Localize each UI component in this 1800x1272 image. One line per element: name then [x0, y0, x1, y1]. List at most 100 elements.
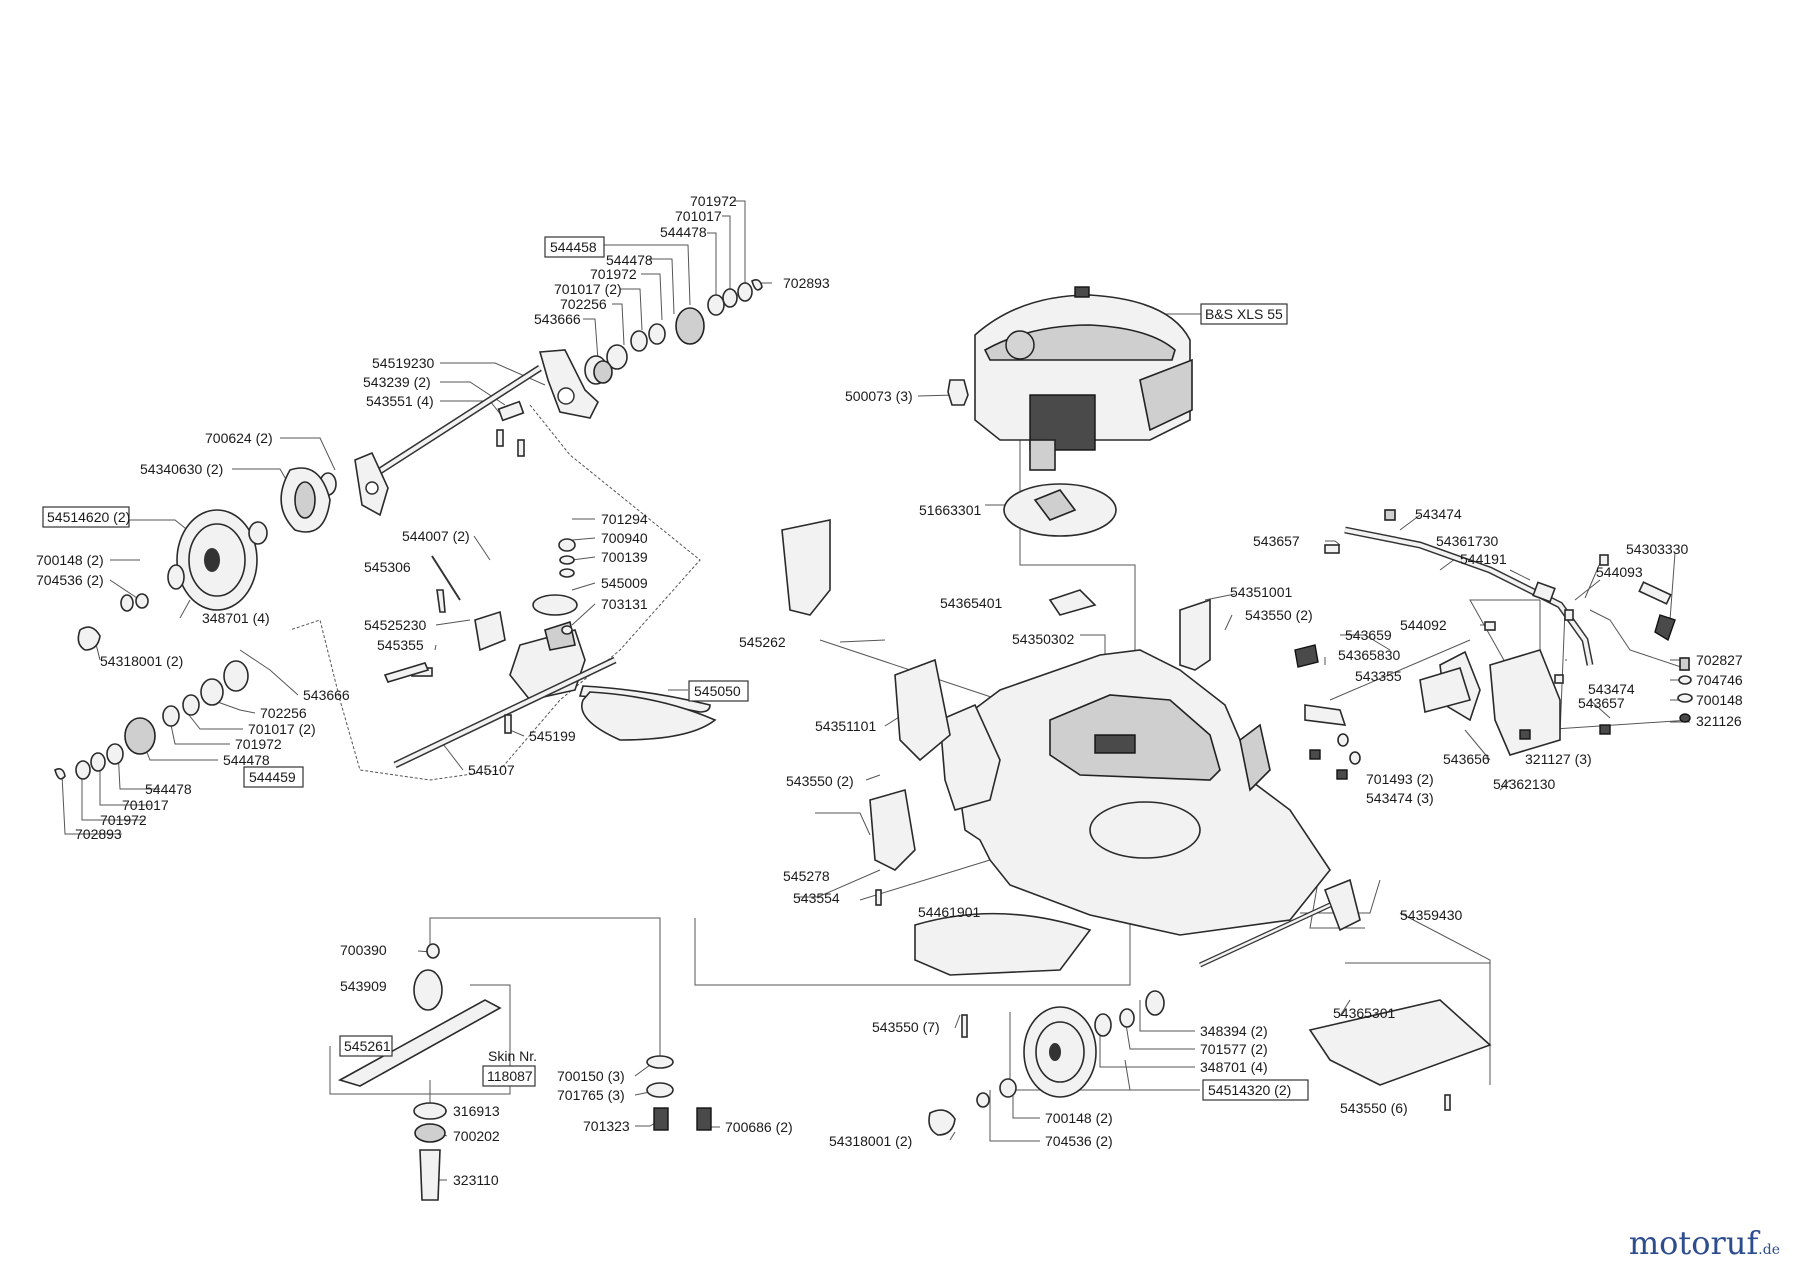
- label-543554: 543554: [793, 890, 840, 906]
- label-54514620: 54514620 (2): [47, 509, 130, 525]
- label-543474c: 543474 (3): [1366, 790, 1434, 806]
- label-54318001a: 54318001 (2): [100, 653, 183, 669]
- label-544478c: 544478: [223, 752, 270, 768]
- label-543239: 543239 (2): [363, 374, 431, 390]
- label-54525230: 54525230: [364, 617, 427, 633]
- label-702893b: 702893: [75, 826, 122, 842]
- label-543666b: 543666: [303, 687, 350, 703]
- label-701017a: 701017: [675, 208, 722, 224]
- watermark-logo: motoruf.de: [1629, 1224, 1780, 1262]
- label-54318001b: 54318001 (2): [829, 1133, 912, 1149]
- label-544478a: 544478: [660, 224, 707, 240]
- label-701493: 701493 (2): [1366, 771, 1434, 787]
- label-544007: 544007 (2): [402, 528, 470, 544]
- box-54514620: [42, 506, 130, 528]
- label-702256a: 702256: [560, 296, 607, 312]
- label-54365830: 54365830: [1338, 647, 1401, 663]
- drive-belt: [578, 685, 717, 741]
- label-321126: 321126: [1696, 713, 1742, 729]
- part-number-labels: 701972 701017 544478 544458 544478 70197…: [36, 193, 1743, 1188]
- label-545278: 545278: [783, 868, 830, 884]
- label-54359430: 54359430: [1400, 907, 1463, 923]
- label-701972c: 701972: [235, 736, 282, 752]
- label-543666a: 543666: [534, 311, 581, 327]
- label-704536a: 704536 (2): [36, 572, 104, 588]
- top-gear-stack: [584, 279, 763, 385]
- label-543550c: 543550 (7): [872, 1019, 940, 1035]
- label-700390: 700390: [340, 942, 387, 958]
- label-54519230: 54519230: [372, 355, 435, 371]
- label-544478b: 544478: [606, 252, 653, 268]
- label-544458: 544458: [550, 239, 597, 255]
- label-500073: 500073 (3): [845, 388, 913, 404]
- label-51663301: 51663301: [919, 502, 982, 518]
- label-704746: 704746: [1696, 672, 1743, 688]
- label-700940: 700940: [601, 530, 648, 546]
- label-703131: 703131: [601, 596, 648, 612]
- engine-gasket: [1003, 483, 1117, 537]
- rear-axle-assembly: [280, 349, 599, 533]
- label-348394: 348394 (2): [1200, 1023, 1268, 1039]
- box-118087: [482, 1065, 536, 1087]
- label-701294: 701294: [601, 511, 648, 527]
- label-54350302: 54350302: [1012, 631, 1075, 647]
- label-545199: 545199: [529, 728, 576, 744]
- label-545261: 545261: [344, 1038, 391, 1054]
- label-321127: 321127 (3): [1525, 751, 1592, 767]
- label-348701b: 348701 (4): [1200, 1059, 1268, 1075]
- label-700148b: 700148: [1696, 692, 1743, 708]
- label-54365301: 54365301: [1333, 1005, 1396, 1021]
- label-54362130: 54362130: [1493, 776, 1556, 792]
- label-701017d: 701017: [122, 797, 169, 813]
- lower-gear-stack: [54, 660, 249, 780]
- label-545050: 545050: [694, 683, 741, 699]
- label-702256b: 702256: [260, 705, 307, 721]
- side-flaps: [781, 519, 1492, 1086]
- label-701765: 701765 (3): [557, 1087, 625, 1103]
- label-701017c: 701017 (2): [248, 721, 316, 737]
- label-544478d: 544478: [145, 781, 192, 797]
- label-skin: Skin Nr.: [488, 1048, 537, 1064]
- label-700148c: 700148 (2): [1045, 1110, 1113, 1126]
- gearbox: [383, 538, 617, 769]
- label-704536b: 704536 (2): [1045, 1133, 1113, 1149]
- label-701972a: 701972: [690, 193, 737, 209]
- label-544191: 544191: [1460, 551, 1507, 567]
- label-543474b: 543474: [1588, 681, 1635, 697]
- label-543909: 543909: [340, 978, 387, 994]
- blade-assembly: [337, 943, 712, 1201]
- label-54365401: 54365401: [940, 595, 1003, 611]
- label-702893a: 702893: [783, 275, 830, 291]
- label-54514320: 54514320 (2): [1208, 1082, 1291, 1098]
- label-544459: 544459: [249, 769, 296, 785]
- label-544093: 544093: [1596, 564, 1643, 580]
- label-54461901: 54461901: [918, 904, 981, 920]
- label-545009: 545009: [601, 575, 648, 591]
- label-543550d: 543550 (6): [1340, 1100, 1408, 1116]
- label-544092: 544092: [1400, 617, 1447, 633]
- label-701972d: 701972: [100, 812, 147, 828]
- label-545355: 545355: [377, 637, 424, 653]
- label-543659: 543659: [1345, 627, 1392, 643]
- label-700139: 700139: [601, 549, 648, 565]
- label-701972b: 701972: [590, 266, 637, 282]
- label-700148a: 700148 (2): [36, 552, 104, 568]
- label-323110: 323110: [453, 1172, 499, 1188]
- right-hardware: [1324, 544, 1693, 723]
- box-545261: [339, 1035, 393, 1057]
- label-700202: 700202: [453, 1128, 500, 1144]
- label-701017b: 701017 (2): [554, 281, 622, 297]
- label-701323: 701323: [583, 1118, 630, 1134]
- rear-wheel: [875, 889, 1451, 1136]
- label-545107: 545107: [468, 762, 515, 778]
- label-54351001a: 54351001: [1230, 584, 1293, 600]
- label-543657b: 543657: [1578, 695, 1625, 711]
- label-54303330: 54303330: [1626, 541, 1689, 557]
- label-543550a: 543550 (2): [1245, 607, 1313, 623]
- box-54514320: [1202, 1079, 1309, 1101]
- left-wheel: [77, 509, 268, 651]
- label-54340630: 54340630 (2): [140, 461, 223, 477]
- label-700624: 700624 (2): [205, 430, 273, 446]
- watermark-tld: .de: [1758, 1242, 1780, 1258]
